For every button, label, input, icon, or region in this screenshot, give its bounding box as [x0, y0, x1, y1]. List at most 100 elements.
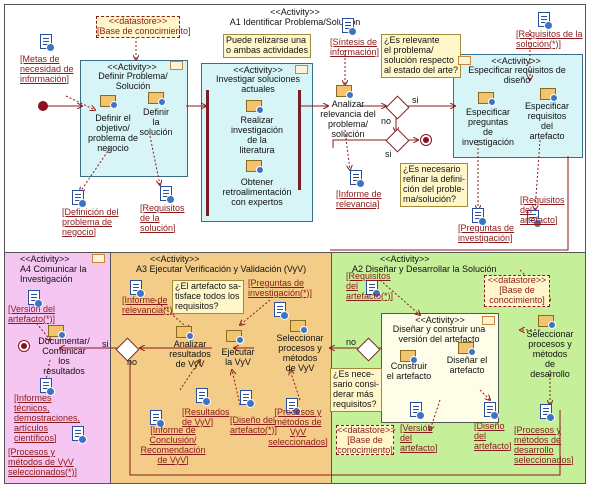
a3-title: A3 Ejecutar Verificación y Validación (V…	[136, 264, 307, 274]
doc-icon	[72, 190, 87, 208]
note-line: o ambas actividades	[226, 44, 309, 55]
task-icon	[400, 350, 418, 364]
sub-spec-stereotype: <<Activity>>	[491, 56, 541, 66]
task-icon	[246, 100, 264, 114]
doc-icon	[472, 208, 487, 226]
doc-icon	[72, 426, 87, 444]
a2-guard-no: no	[346, 337, 357, 347]
a4-final-node	[18, 340, 30, 352]
envelope-icon	[92, 254, 105, 263]
doc-icon	[484, 402, 499, 420]
a1-datastore-name: [Base de conocimiento]	[97, 25, 191, 36]
task-icon	[246, 160, 264, 174]
a1-stereotype: <<Activity>>	[270, 7, 320, 17]
task-icon	[48, 325, 66, 339]
fork-bar	[206, 90, 209, 216]
task-icon	[148, 92, 166, 106]
doc-icon	[540, 404, 555, 422]
task-icon	[100, 95, 118, 109]
a2-datastore: <<datastore>> [Base de conocimiento]	[484, 275, 550, 307]
task-icon	[538, 315, 556, 329]
a1-title: A1 Identificar Problema/Solución	[229, 17, 361, 27]
note-line: Puede relizarse una	[226, 35, 307, 45]
doc-icon	[286, 398, 301, 416]
doc-icon	[160, 186, 175, 204]
task-icon	[290, 320, 308, 334]
a2-sub-stereotype: <<Activity>>	[415, 315, 465, 325]
envelope-icon	[170, 61, 183, 70]
doc-icon	[150, 410, 165, 428]
activity-disenar-construir	[381, 313, 499, 423]
envelope-icon	[458, 56, 471, 65]
final-node	[420, 134, 432, 146]
a1-datastore-stereotype: <<datastore>>	[108, 16, 168, 26]
doc-icon	[527, 210, 542, 228]
a2-datastore2-stereotype: <<datastore>>	[337, 425, 396, 435]
doc-icon	[130, 280, 145, 298]
task-icon	[336, 85, 354, 99]
task-icon	[226, 330, 244, 344]
sub-define-title: Definir Problema/Solución	[98, 71, 168, 91]
task-icon	[458, 342, 476, 356]
a1-note-either: Puede relizarse una o ambas actividades	[223, 34, 312, 58]
guard-si-1: si	[412, 95, 419, 105]
a2-stereotype: <<Activity>>	[380, 254, 430, 264]
a4-stereotype: <<Activity>>	[20, 254, 70, 264]
a3-stereotype: <<Activity>>	[150, 254, 200, 264]
a4-guard-si: si	[102, 339, 109, 349]
a2-title: A2 Diseñar y Desarrollar la Solución	[352, 264, 497, 274]
a3-guard-no: no	[127, 357, 138, 367]
doc-icon	[366, 280, 381, 298]
guard-si-2: si	[385, 149, 392, 159]
envelope-icon	[295, 65, 308, 74]
activity-definir-problema	[80, 60, 188, 177]
initial-node	[38, 101, 48, 111]
a2-datastore-stereotype: <<datastore>>	[487, 275, 547, 285]
doc-icon	[40, 34, 55, 52]
activity-investigar-soluciones	[201, 63, 313, 222]
doc-icon	[342, 18, 357, 36]
guard-no-1: no	[381, 116, 392, 126]
doc-icon	[274, 302, 289, 320]
doc-icon	[40, 378, 55, 396]
